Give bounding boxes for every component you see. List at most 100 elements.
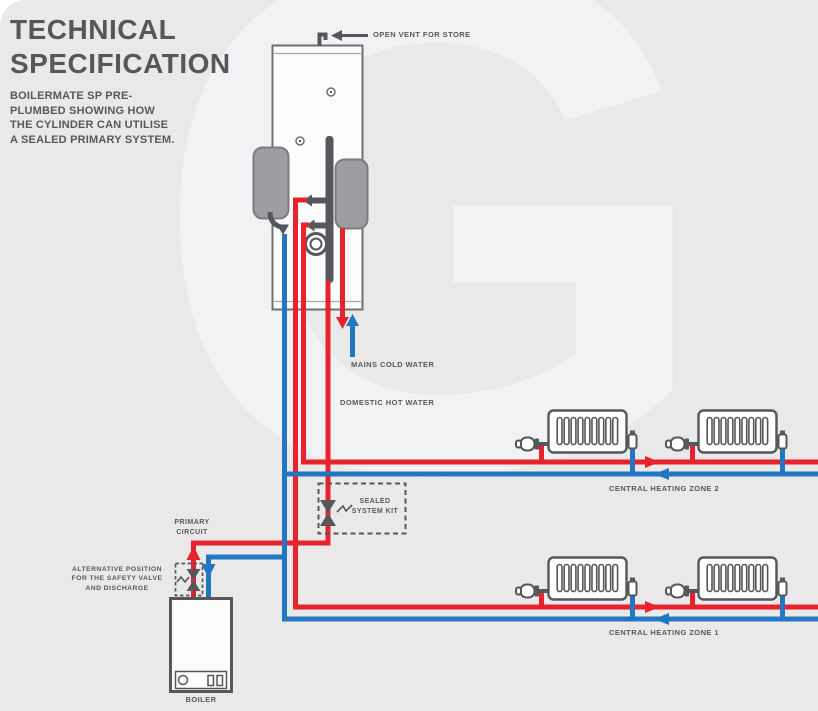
vessel-return-pipe-icon [267,211,289,235]
radiator-fin [713,563,720,593]
radiator-fin [611,563,619,593]
radiator-fin [556,563,563,593]
boiler-label: BOILER [185,695,217,704]
radiator-fin [598,416,605,446]
zone1-return-arrow-icon [654,613,669,625]
open-vent-pipe-icon [317,32,328,46]
pointer-squiggle-icon [336,504,353,513]
radiator-fin [584,563,591,593]
radiator-fin [741,563,748,593]
brand-watermark-g-icon: G [150,0,718,625]
trv-collar-icon [534,438,539,450]
lockshield-valve-icon [777,580,788,597]
trv-cap-icon [515,586,522,596]
trv-cap-icon [515,439,522,449]
radiator-fin [577,563,584,593]
zone2-flow-arrow-icon [645,456,660,468]
radiator-fin [563,563,570,593]
screw-icon [295,136,305,146]
central-heating-zone2-label: CENTRAL HEATING ZONE 2 [609,484,720,493]
radiator-fin [584,416,591,446]
trv-cap-icon [665,586,672,596]
pointer-squiggle-icon [176,575,190,584]
trv-stem-icon [539,589,549,593]
radiator-fin [720,563,727,593]
screw-icon [326,87,336,97]
radiators-layer [515,409,788,601]
radiator-fin [605,563,612,593]
lockshield-valve-icon [777,433,788,450]
expansion-vessel-left [252,146,290,220]
zone1-flow-arrow-icon [645,601,660,613]
boiler-flow-arrow-icon [186,546,201,560]
sealed-system-kit [317,482,407,535]
radiator-fin [713,416,720,446]
primary-flow-pipe [191,281,331,598]
sealed-system-kit-label: SEALED SYSTEM KIT [351,498,399,515]
mcw-arrow-icon [346,314,359,326]
valve-icon [320,500,336,526]
zone1-flow-pipe [293,197,818,610]
radiator-fin [748,563,755,593]
radiator-fin [741,416,748,446]
trv-collar-icon [684,585,689,597]
radiator-fin [556,416,563,446]
radiator-fin [734,416,741,446]
lockshield-cap-icon [630,430,635,435]
boiler-switch-icon [216,674,224,687]
radiator-fin [761,416,769,446]
radiator [665,409,788,454]
radiator-fin [755,563,762,593]
radiator [515,556,638,601]
page-subtitle: BOILERMATE SP PRE- PLUMBED SHOWING HOW T… [10,90,175,146]
radiator-fin [570,563,577,593]
radiator-fin [605,416,612,446]
lockshield-cap-icon [630,577,635,582]
boiler-switch-icon [207,674,215,687]
lockshield-cap-icon [780,577,785,582]
domestic-hot-water-label: DOMESTIC HOT WATER [340,398,435,407]
trv-head-icon [669,436,686,452]
boiler-return-pipe [206,554,285,598]
radiator-fin [563,416,570,446]
expansion-vessel-right [334,158,369,230]
dhw-arrow-icon [336,317,349,329]
radiator-fin [570,416,577,446]
boiler-return-arrow-icon [201,564,216,578]
radiator-fin [598,563,605,593]
radiator-fin [706,416,713,446]
primary-circuit-label: PRIMARY CIRCUIT [174,519,210,536]
trv-stem-icon [689,442,699,446]
lockshield-valve-icon [627,433,638,450]
boiler-unit [169,597,233,693]
open-vent-label: OPEN VENT FOR STORE [373,30,471,39]
trv-cap-icon [665,439,672,449]
trv-head-icon [519,583,536,599]
trv-stem-icon [539,442,549,446]
radiator-fin [577,416,584,446]
radiator-fin [727,416,734,446]
radiator-fin [734,563,741,593]
radiator-fin [761,563,769,593]
valve-icon [186,569,201,591]
radiator [515,409,638,454]
main-return-pipe [282,234,818,622]
radiator-fin [591,563,598,593]
zone2-return-arrow-icon [654,468,669,480]
lockshield-cap-icon [780,430,785,435]
trv-head-icon [669,583,686,599]
trv-collar-icon [684,438,689,450]
radiator-fin [706,563,713,593]
radiator-fin [591,416,598,446]
radiator [665,556,788,601]
radiator-fin [748,416,755,446]
open-vent-arrow-icon [331,30,368,41]
trv-collar-icon [534,585,539,597]
thermal-store-unit [252,32,369,311]
radiator-fin [611,416,619,446]
trv-stem-icon [689,589,699,593]
radiator-fin [727,563,734,593]
zone2-flow-pipe [301,222,818,465]
